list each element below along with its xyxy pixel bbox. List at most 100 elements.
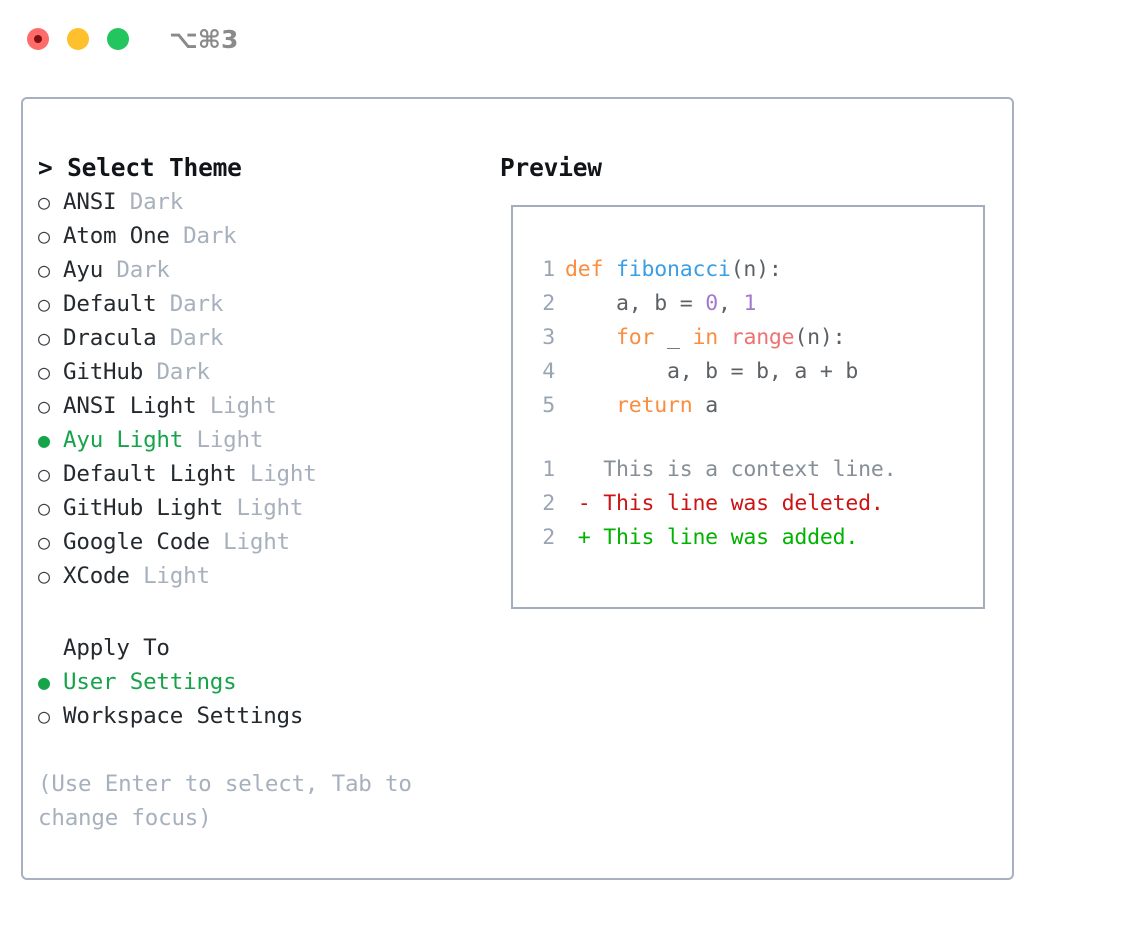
code-token-fn: fibonacci: [615, 257, 731, 282]
code-line: 4 a, b = b, a + b: [527, 355, 977, 389]
theme-option-ayu[interactable]: ○Ayu Dark: [38, 253, 488, 287]
apply-to-option-name: User Settings: [63, 669, 237, 695]
code-token-kw: for: [615, 325, 655, 350]
code-token-plain: [718, 325, 731, 350]
theme-option-default[interactable]: ○ Default Dark: [38, 287, 488, 321]
theme-option-ansi[interactable]: ○ANSI Dark: [38, 185, 488, 219]
keyboard-shortcut-label: ⌥⌘3: [169, 24, 239, 54]
radio-selected-icon: ●: [38, 428, 50, 452]
code-token-num: 1: [743, 291, 757, 316]
apply-to-list[interactable]: ● User Settings ○Workspace Settings: [38, 665, 488, 733]
diff-block: 1 This is a context line.2 - This line w…: [527, 453, 977, 555]
theme-option-github-light[interactable]: ○GitHub Light Light: [38, 491, 488, 525]
code-token-punc: (n):: [794, 325, 846, 350]
theme-option-kind: Dark: [169, 291, 224, 317]
spacer: [527, 423, 977, 453]
theme-option-ansi-light[interactable]: ○ ANSI Light Light: [38, 389, 488, 423]
diff-line-ctx: 1 This is a context line.: [527, 453, 977, 487]
diff-line-text: This is a context line.: [565, 457, 897, 482]
radio-unselected-icon: ○: [38, 564, 50, 588]
page-title-label: Select Theme: [67, 153, 242, 182]
radio-selected-icon: ●: [38, 670, 50, 694]
theme-option-name: Google Code: [63, 529, 224, 555]
code-token-call: range: [730, 325, 795, 350]
page-title: > Select Theme: [38, 151, 488, 185]
radio-unselected-icon: ○: [38, 394, 50, 418]
diff-line-text: - This line was deleted.: [565, 491, 884, 516]
theme-option-atom-one[interactable]: ○Atom One Dark: [38, 219, 488, 253]
theme-option-kind: Light: [236, 495, 304, 521]
main-card: > Select Theme ○ANSI Dark○Atom One Dark○…: [21, 97, 1014, 880]
code-line-text: return a: [565, 389, 718, 423]
spacer: [38, 733, 488, 767]
radio-unselected-icon: ○: [38, 360, 50, 384]
line-number: 2: [542, 291, 555, 316]
theme-option-name: ANSI: [63, 189, 130, 215]
code-token-kw: in: [692, 325, 718, 350]
code-line-text: a, b = b, a + b: [565, 355, 858, 389]
theme-option-kind: Light: [249, 461, 317, 487]
zoom-button[interactable]: [107, 28, 129, 50]
code-token-punc: (n):: [730, 257, 782, 282]
radio-unselected-icon: ○: [38, 224, 50, 248]
diff-line-del: 2 - This line was deleted.: [527, 487, 977, 521]
minimize-button[interactable]: [67, 28, 89, 50]
radio-unselected-icon: ○: [38, 704, 50, 728]
theme-option-kind: Dark: [169, 325, 224, 351]
theme-option-name: Ayu: [63, 257, 117, 283]
line-number: 1: [542, 457, 555, 482]
code-line: 1 def fibonacci(n):: [527, 253, 977, 287]
theme-option-kind: Dark: [116, 257, 170, 283]
line-number: 3: [542, 325, 555, 350]
theme-option-kind: Light: [223, 529, 290, 555]
theme-option-kind: Light: [209, 393, 277, 419]
code-token-plain: [565, 393, 616, 418]
theme-option-default-light[interactable]: ○Default Light Light: [38, 457, 488, 491]
preview-title: Preview: [500, 153, 602, 182]
theme-option-google-code[interactable]: ○Google Code Light: [38, 525, 488, 559]
theme-option-name: Dracula: [63, 325, 170, 351]
apply-to-option-user-settings[interactable]: ● User Settings: [38, 665, 488, 699]
theme-option-name: XCode: [63, 563, 144, 589]
theme-option-kind: Dark: [129, 189, 184, 215]
theme-option-ayu-light[interactable]: ●Ayu Light Light: [38, 423, 488, 457]
code-token-kw: return: [615, 393, 693, 418]
close-button[interactable]: [27, 28, 49, 50]
close-icon: [34, 35, 42, 43]
apply-to-option-workspace-settings[interactable]: ○Workspace Settings: [38, 699, 488, 733]
code-token-num: 0: [705, 291, 718, 316]
line-number: 1: [542, 257, 555, 282]
keyboard-hint: (Use Enter to select, Tab to change focu…: [38, 771, 412, 831]
theme-option-github[interactable]: ○ GitHub Dark: [38, 355, 488, 389]
apply-to-label: Apply To: [63, 635, 170, 661]
theme-option-name: Default: [63, 291, 170, 317]
spacer: [38, 593, 488, 631]
theme-option-name: GitHub: [63, 359, 157, 385]
traffic-lights: [27, 28, 129, 50]
code-token-plain: _: [654, 325, 693, 350]
radio-unselected-icon: ○: [38, 326, 50, 350]
code-line: 2 a, b = 0, 1: [527, 287, 977, 321]
line-number: 5: [542, 393, 555, 418]
code-token-plain: [565, 325, 616, 350]
theme-option-name: Ayu Light: [63, 427, 197, 453]
code-token-plain: a: [692, 393, 718, 418]
code-line: 5 return a: [527, 389, 977, 423]
columns: > Select Theme ○ANSI Dark○Atom One Dark○…: [23, 99, 1012, 878]
theme-option-name: ANSI Light: [63, 393, 210, 419]
theme-option-kind: Dark: [156, 359, 210, 385]
radio-unselected-icon: ○: [38, 292, 50, 316]
theme-option-xcode[interactable]: ○XCode Light: [38, 559, 488, 593]
line-number: 4: [542, 359, 555, 384]
radio-unselected-icon: ○: [38, 496, 50, 520]
code-token-kw: def: [565, 257, 604, 282]
theme-option-dracula[interactable]: ○ Dracula Dark: [38, 321, 488, 355]
code-token-plain: ,: [717, 291, 744, 316]
prompt-caret-icon: >: [38, 153, 53, 182]
theme-list[interactable]: ○ANSI Dark○Atom One Dark○Ayu Dark○Defaul…: [38, 185, 488, 593]
